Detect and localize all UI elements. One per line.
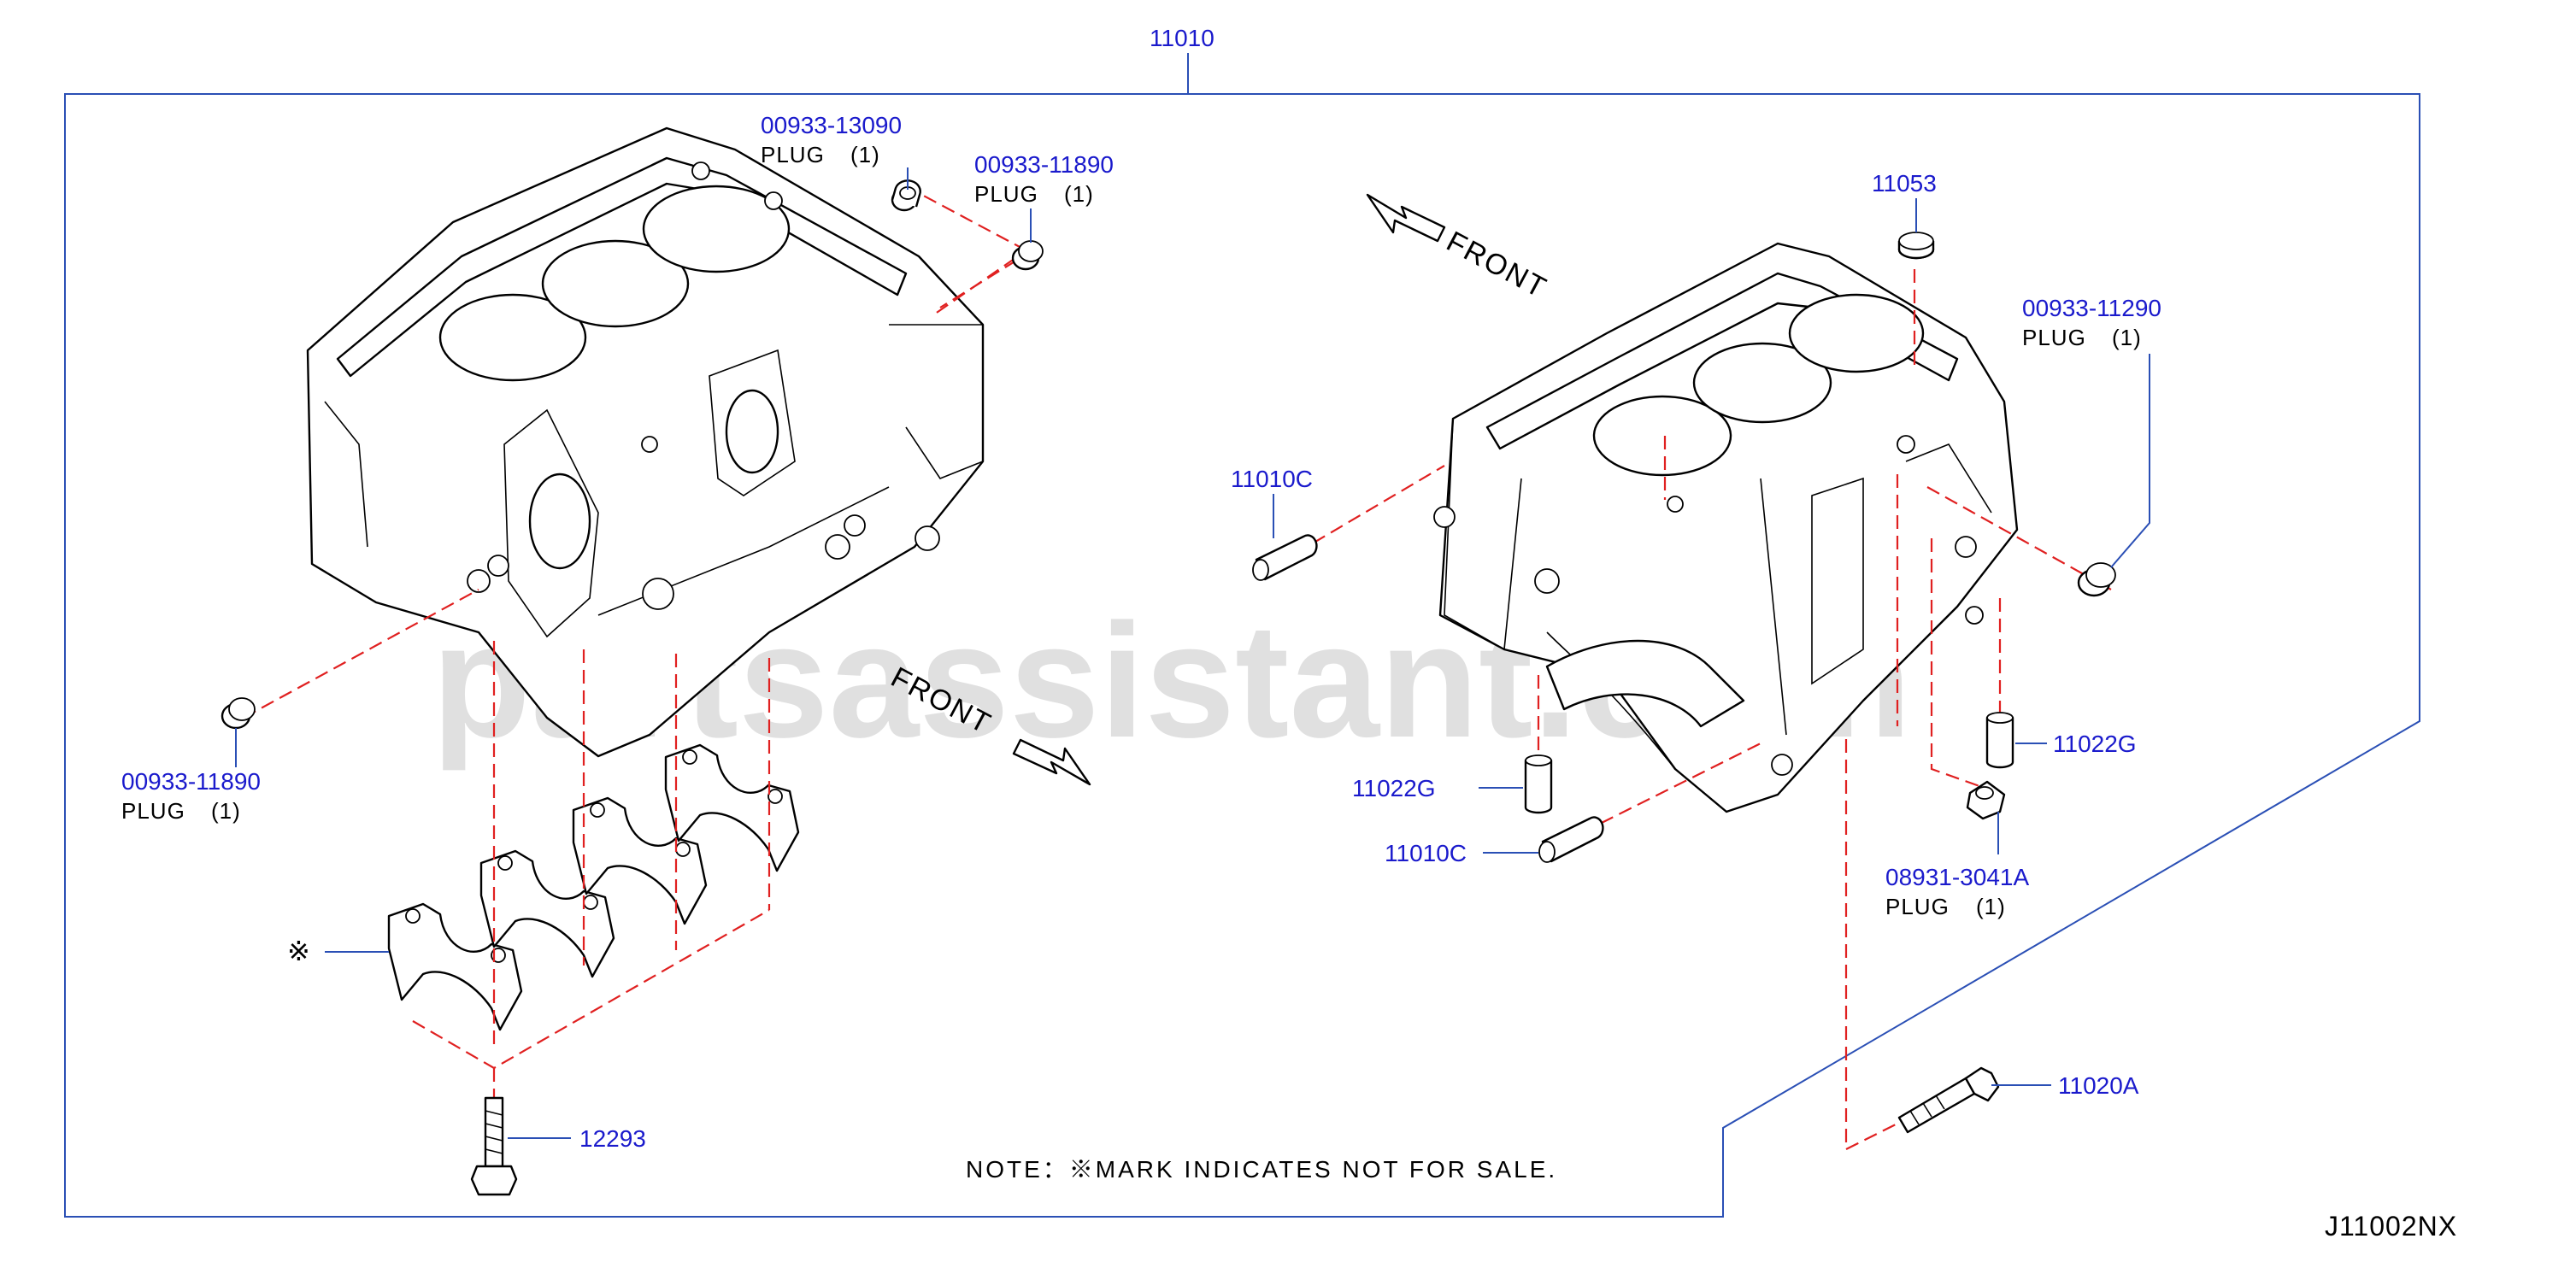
svg-text:11020A[interactable]: 11020A: [2058, 1072, 2139, 1099]
callout-08931-3041a[interactable]: 08931-3041A PLUG (1): [1885, 812, 2029, 919]
svg-text:11010C[interactable]: 11010C: [1385, 840, 1467, 866]
svg-text:(1): (1): [211, 798, 241, 824]
plug-00933-11290[interactable]: [2077, 562, 2116, 597]
front-arrow-upper: FRONT: [1366, 193, 1552, 305]
cylinder-block-right: [1433, 242, 2019, 813]
svg-text:00933-11890[interactable]: 00933-11890: [121, 768, 261, 795]
svg-text:PLUG: PLUG: [1885, 894, 1950, 919]
svg-text:※: ※: [287, 936, 311, 966]
bearing-cap: [479, 849, 615, 978]
svg-text:PLUG: PLUG: [121, 798, 185, 824]
callout-12293[interactable]: 12293: [508, 1125, 646, 1152]
callout-00933-13090[interactable]: 00933-13090 PLUG (1): [761, 112, 909, 190]
callout-11053[interactable]: 11053: [1872, 170, 1937, 232]
bolt-12293[interactable]: [470, 1096, 518, 1196]
callout-11010c-lower[interactable]: 11010C: [1385, 840, 1538, 866]
plug-08931-3041a[interactable]: [1966, 780, 2006, 820]
dowel-11010c-upper[interactable]: [1252, 534, 1318, 581]
cylinder-block-left: [306, 126, 985, 758]
callout-11022g-left[interactable]: 11022G: [1352, 775, 1523, 801]
diagram-code: J11002NX: [2325, 1211, 2457, 1242]
dowel-11022g-left[interactable]: [1524, 754, 1553, 814]
callout-11010c-upper[interactable]: 11010C: [1231, 466, 1313, 538]
cylinder-bore: [642, 185, 791, 273]
svg-text:08931-3041A[interactable]: 08931-3041A: [1885, 864, 2029, 890]
part-11053[interactable]: [1897, 232, 1935, 260]
callout-00933-11890-top[interactable]: 00933-11890 PLUG (1): [974, 151, 1114, 243]
svg-text:PLUG: PLUG: [974, 181, 1038, 207]
svg-text:00933-13090[interactable]: 00933-13090: [761, 112, 902, 138]
svg-text:11022G[interactable]: 11022G: [1352, 775, 1436, 801]
bearing-cap: [664, 743, 800, 872]
svg-text:(1): (1): [2112, 325, 2142, 350]
assembly-number[interactable]: 11010: [1150, 25, 1214, 51]
svg-text:11010C[interactable]: 11010C: [1231, 466, 1313, 492]
svg-text:(1): (1): [1976, 894, 2006, 919]
svg-text:PLUG: PLUG: [761, 142, 825, 167]
callout-00933-11890-left[interactable]: 00933-11890 PLUG (1): [121, 728, 261, 824]
callout-11020a[interactable]: 11020A: [1991, 1072, 2139, 1099]
svg-text:11022G[interactable]: 11022G: [2053, 731, 2137, 757]
svg-text:(1): (1): [850, 142, 880, 167]
plug-00933-11890-left[interactable]: [221, 697, 256, 730]
plug-00933-13090[interactable]: [891, 179, 921, 212]
dowel-11010c-lower[interactable]: [1538, 816, 1604, 863]
bearing-caps: [387, 743, 800, 1031]
cylinder-bore: [1592, 395, 1732, 477]
cylinder-bore: [1692, 342, 1832, 424]
callout-00933-11290[interactable]: 00933-11290 PLUG (1): [2022, 295, 2161, 568]
dowel-11022g-right[interactable]: [1985, 712, 2014, 769]
svg-text:(1): (1): [1064, 181, 1094, 207]
cylinder-bore: [438, 293, 587, 382]
bolt-11020a[interactable]: [1897, 1066, 2000, 1134]
callout-11022g-right[interactable]: 11022G: [2015, 731, 2137, 757]
front-label-upper: FRONT: [1441, 226, 1552, 305]
plug-00933-11890-top[interactable]: [1011, 240, 1044, 271]
svg-text:12293[interactable]: 12293: [579, 1125, 646, 1152]
svg-text:11053[interactable]: 11053: [1872, 170, 1937, 197]
callout-not-for-sale-mark: ※: [287, 936, 389, 966]
cylinder-bore: [541, 239, 690, 328]
bearing-cap: [572, 796, 708, 925]
svg-text:PLUG: PLUG: [2022, 325, 2086, 350]
svg-text:00933-11890[interactable]: 00933-11890: [974, 151, 1114, 178]
note-text: NOTE：※MARK INDICATES NOT FOR SALE.: [966, 1156, 1557, 1183]
cylinder-bore: [1788, 293, 1925, 373]
svg-text:00933-11290[interactable]: 00933-11290: [2022, 295, 2161, 321]
